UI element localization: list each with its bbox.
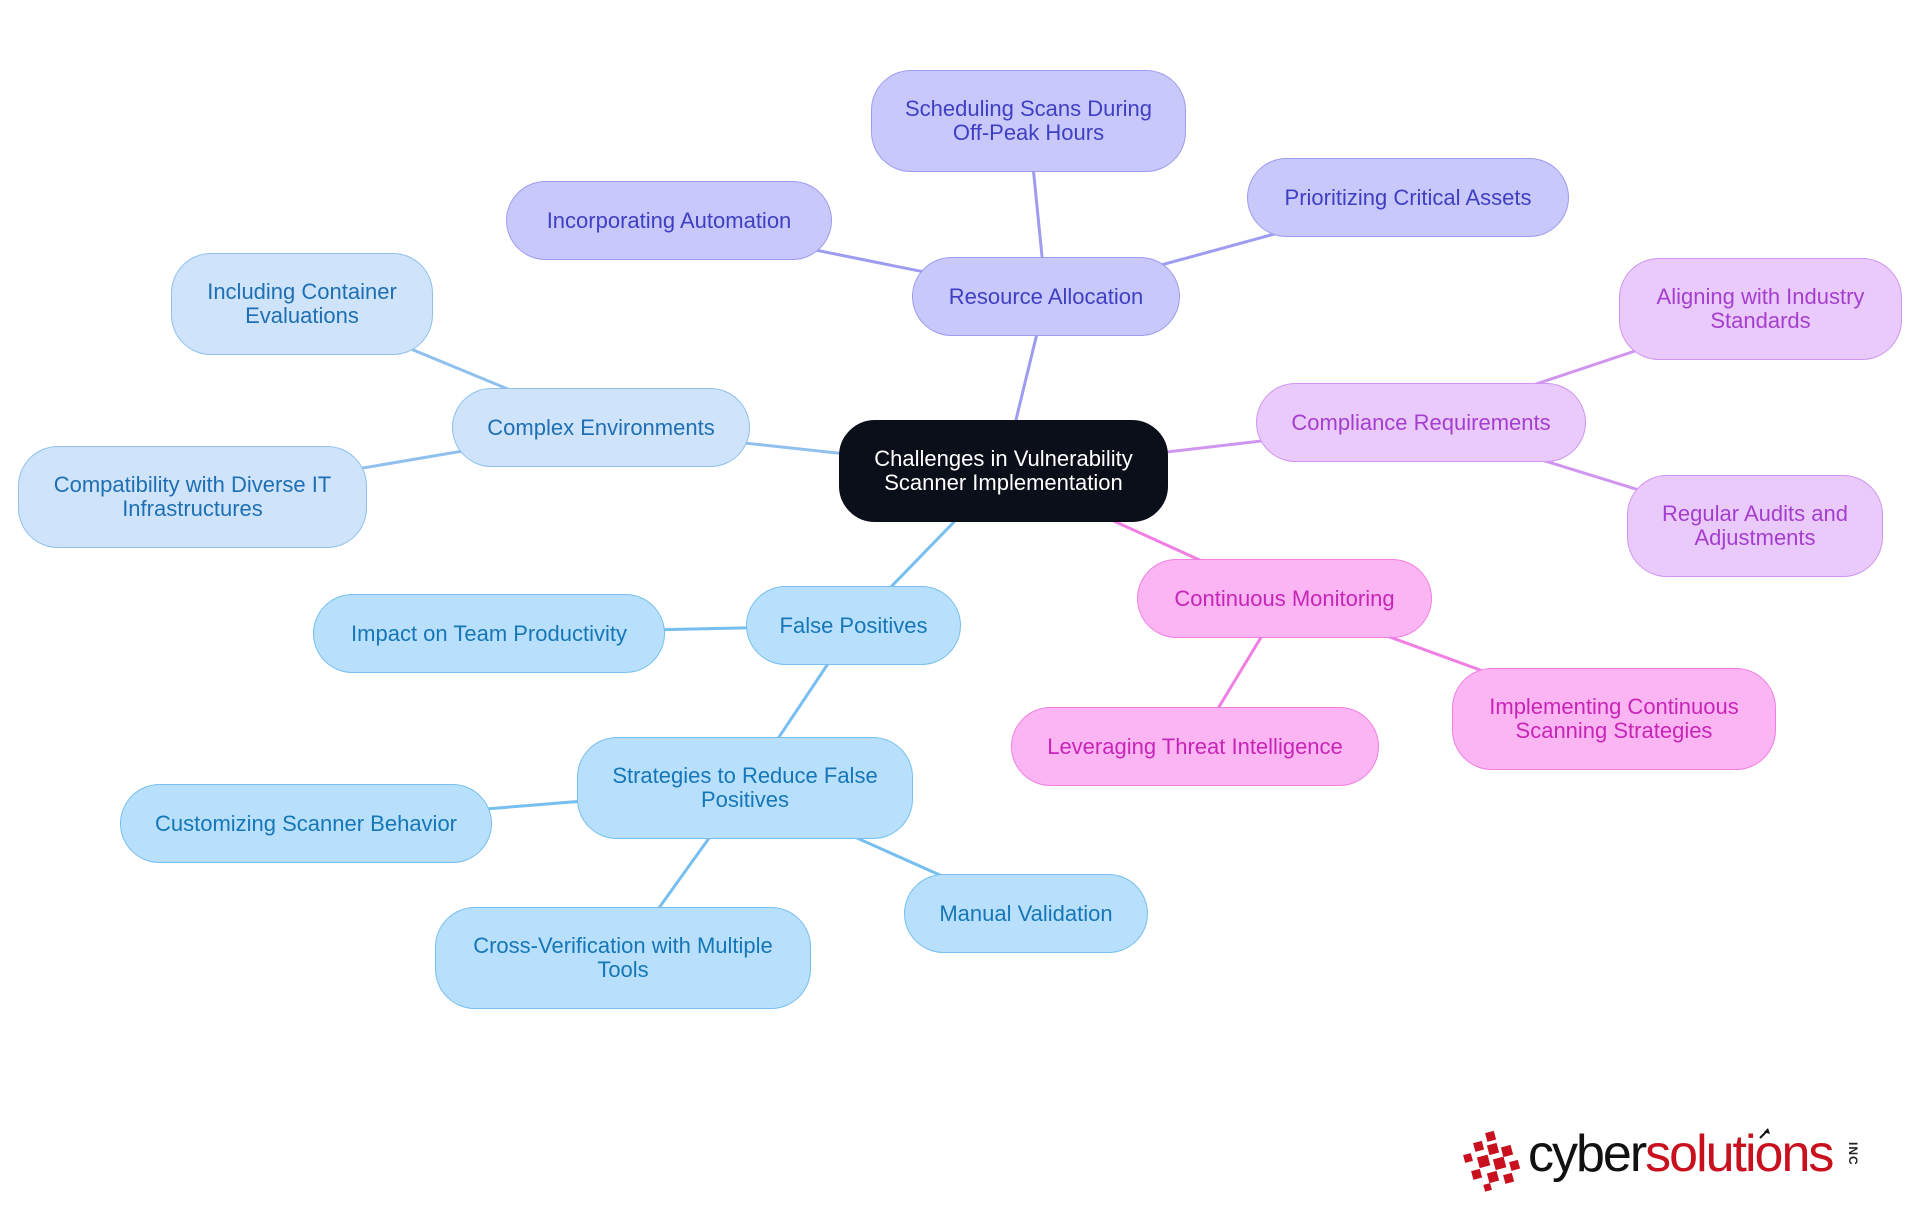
cross-verification-line-2: Tools	[597, 957, 649, 982]
continuous-scanning-line-2: Scanning Strategies	[1515, 718, 1713, 743]
container-evaluations-line-1: Including Container	[207, 279, 397, 304]
complex-environments-label: Complex Environments	[487, 414, 715, 440]
regular-audits-line-2: Adjustments	[1694, 525, 1816, 550]
cybersolutions-logo-text: cybersolutions	[1528, 1124, 1834, 1184]
logo-arrow-icon	[1759, 1128, 1770, 1139]
resource-allocation-label: Resource Allocation	[948, 283, 1144, 309]
false-positives-label: False Positives	[779, 612, 928, 638]
prioritizing-assets-label: Prioritizing Critical Assets	[1284, 184, 1532, 210]
compatibility-it-line-1: Compatibility with Diverse IT	[53, 472, 332, 497]
continuous-monitoring-node: Continuous Monitoring	[1137, 559, 1432, 638]
container-evaluations-line-2: Evaluations	[245, 303, 359, 328]
scheduling-scans-line-1: Scheduling Scans During	[904, 96, 1153, 121]
aligning-standards-line-1: Aligning with Industry	[1656, 284, 1865, 309]
compliance-requirements-label: Compliance Requirements	[1291, 409, 1551, 435]
threat-intelligence-node: Leveraging Threat Intelligence	[1011, 707, 1379, 786]
cross-verification-line-1: Cross-Verification with Multiple	[473, 933, 773, 958]
strategies-reduce-line-1: Strategies to Reduce False	[612, 763, 878, 788]
manual-validation-label: Manual Validation	[939, 900, 1113, 926]
logo-squares-icon	[1463, 1130, 1521, 1192]
prioritizing-assets-node: Prioritizing Critical Assets	[1247, 158, 1569, 237]
customizing-scanner-label: Customizing Scanner Behavior	[154, 810, 458, 836]
compatibility-it-line-2: Infrastructures	[122, 496, 263, 521]
logo-inc-text: INC	[1846, 1142, 1860, 1166]
threat-intelligence-label: Leveraging Threat Intelligence	[1047, 733, 1343, 759]
strategies-reduce-line-2: Positives	[700, 787, 790, 812]
cybersolutions-logo-mark	[1463, 1128, 1770, 1192]
aligning-standards-line-2: Standards	[1710, 308, 1811, 333]
scheduling-scans-line-2: Off-Peak Hours	[952, 120, 1105, 145]
false-positives-node: False Positives	[746, 586, 961, 665]
team-productivity-label: Impact on Team Productivity	[351, 620, 627, 646]
logo-text-solutions: solutions	[1645, 1125, 1834, 1183]
root-node-line-1: Challenges in Vulnerability	[874, 446, 1133, 471]
continuous-monitoring-label: Continuous Monitoring	[1174, 585, 1395, 611]
incorporating-automation-label: Incorporating Automation	[546, 207, 792, 233]
complex-environments-node: Complex Environments	[452, 388, 750, 467]
customizing-scanner-node: Customizing Scanner Behavior	[120, 784, 492, 863]
root-node-line-2: Scanner Implementation	[884, 470, 1123, 495]
regular-audits-line-1: Regular Audits and	[1662, 501, 1848, 526]
logo-text-cyber: cyber	[1528, 1125, 1647, 1183]
manual-validation-node: Manual Validation	[904, 874, 1148, 953]
team-productivity-node: Impact on Team Productivity	[313, 594, 665, 673]
incorporating-automation-node: Incorporating Automation	[506, 181, 832, 260]
resource-allocation-node: Resource Allocation	[912, 257, 1180, 336]
compliance-requirements-node: Compliance Requirements	[1256, 383, 1586, 462]
continuous-scanning-line-1: Implementing Continuous	[1489, 694, 1739, 719]
